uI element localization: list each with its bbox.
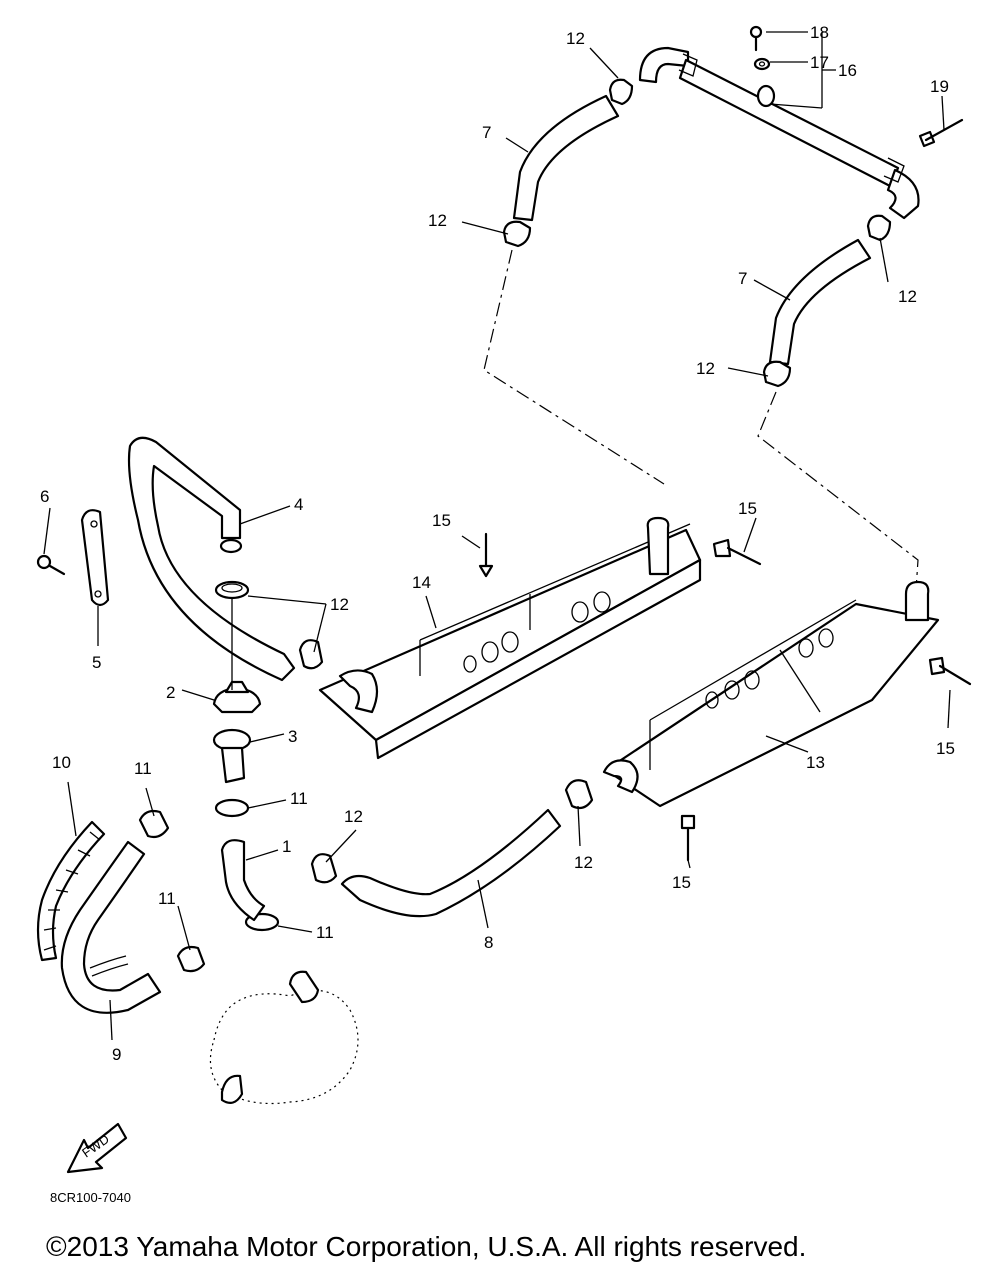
fwd-arrow-icon: FWD bbox=[66, 1122, 128, 1174]
callout-15: 15 bbox=[672, 873, 691, 892]
clamp-12h bbox=[564, 779, 594, 810]
callout-5: 5 bbox=[92, 653, 101, 672]
callout-14: 14 bbox=[412, 573, 431, 592]
callout-12: 12 bbox=[566, 29, 585, 48]
bracket-5 bbox=[80, 509, 110, 607]
clamp-12a bbox=[608, 78, 634, 106]
callout-19: 19 bbox=[930, 77, 949, 96]
rivet-19 bbox=[918, 118, 964, 148]
upper-pipe-assembly bbox=[638, 46, 920, 220]
clamp-12c bbox=[866, 214, 892, 242]
callout-13: 13 bbox=[806, 753, 825, 772]
clamp-11c bbox=[176, 945, 206, 973]
diagram-code: 8CR100-7040 bbox=[50, 1190, 131, 1205]
callout-12: 12 bbox=[330, 595, 349, 614]
callout-2: 2 bbox=[166, 683, 175, 702]
right-heat-exchanger-13 bbox=[602, 580, 940, 808]
callout-8: 8 bbox=[484, 933, 493, 952]
callout-1: 1 bbox=[282, 837, 291, 856]
callout-11: 11 bbox=[316, 923, 334, 942]
callout-12: 12 bbox=[428, 211, 447, 230]
callout-15: 15 bbox=[432, 511, 451, 530]
clamp-12e bbox=[214, 580, 250, 600]
callout-9: 9 bbox=[112, 1045, 121, 1064]
callout-7: 7 bbox=[482, 123, 491, 142]
clamp-12f bbox=[298, 639, 324, 670]
callout-12: 12 bbox=[574, 853, 593, 872]
clamp-12b bbox=[502, 220, 532, 248]
callout-16: 16 bbox=[838, 61, 857, 80]
spring-10 bbox=[36, 820, 106, 962]
water-pump-housing bbox=[209, 970, 359, 1105]
callout-18: 18 bbox=[810, 23, 829, 42]
callout-12: 12 bbox=[696, 359, 715, 378]
callout-12: 12 bbox=[898, 287, 917, 306]
cap-2 bbox=[212, 680, 262, 714]
clamp-11a bbox=[214, 798, 250, 818]
callout-3: 3 bbox=[288, 727, 297, 746]
upper-right-hose-7 bbox=[768, 238, 872, 366]
leader-lines bbox=[43, 31, 951, 1041]
rivet-15-right-top bbox=[712, 538, 762, 566]
callout-12: 12 bbox=[344, 807, 363, 826]
rivet-15-left-top bbox=[478, 532, 494, 578]
clamp-12d bbox=[762, 360, 792, 388]
left-heat-exchanger-14 bbox=[318, 516, 702, 760]
callout-6: 6 bbox=[40, 487, 49, 506]
callout-17: 17 bbox=[810, 53, 829, 72]
rivet-15-right-side bbox=[928, 656, 972, 686]
bolt-18 bbox=[749, 25, 763, 52]
bolt-6 bbox=[36, 554, 66, 576]
clamp-11b bbox=[138, 809, 170, 839]
callout-15: 15 bbox=[738, 499, 757, 518]
callout-10: 10 bbox=[52, 753, 71, 772]
washer-17 bbox=[753, 57, 771, 71]
rivet-15-bottom bbox=[680, 814, 696, 862]
thermostat-3 bbox=[212, 728, 252, 784]
callout-11: 11 bbox=[290, 789, 308, 808]
clamp-12g bbox=[310, 853, 338, 884]
callout-11: 11 bbox=[134, 759, 152, 778]
pipe-4 bbox=[127, 436, 296, 682]
upper-left-hose-7 bbox=[512, 94, 620, 222]
copyright-notice: ©2013 Yamaha Motor Corporation, U.S.A. A… bbox=[46, 1231, 806, 1262]
hose-1 bbox=[220, 839, 266, 922]
callout-15: 15 bbox=[936, 739, 955, 758]
callout-4: 4 bbox=[294, 495, 303, 514]
callout-7: 7 bbox=[738, 269, 747, 288]
hose-9 bbox=[60, 840, 162, 1014]
callout-11: 11 bbox=[158, 889, 176, 908]
hose-8 bbox=[340, 808, 562, 918]
